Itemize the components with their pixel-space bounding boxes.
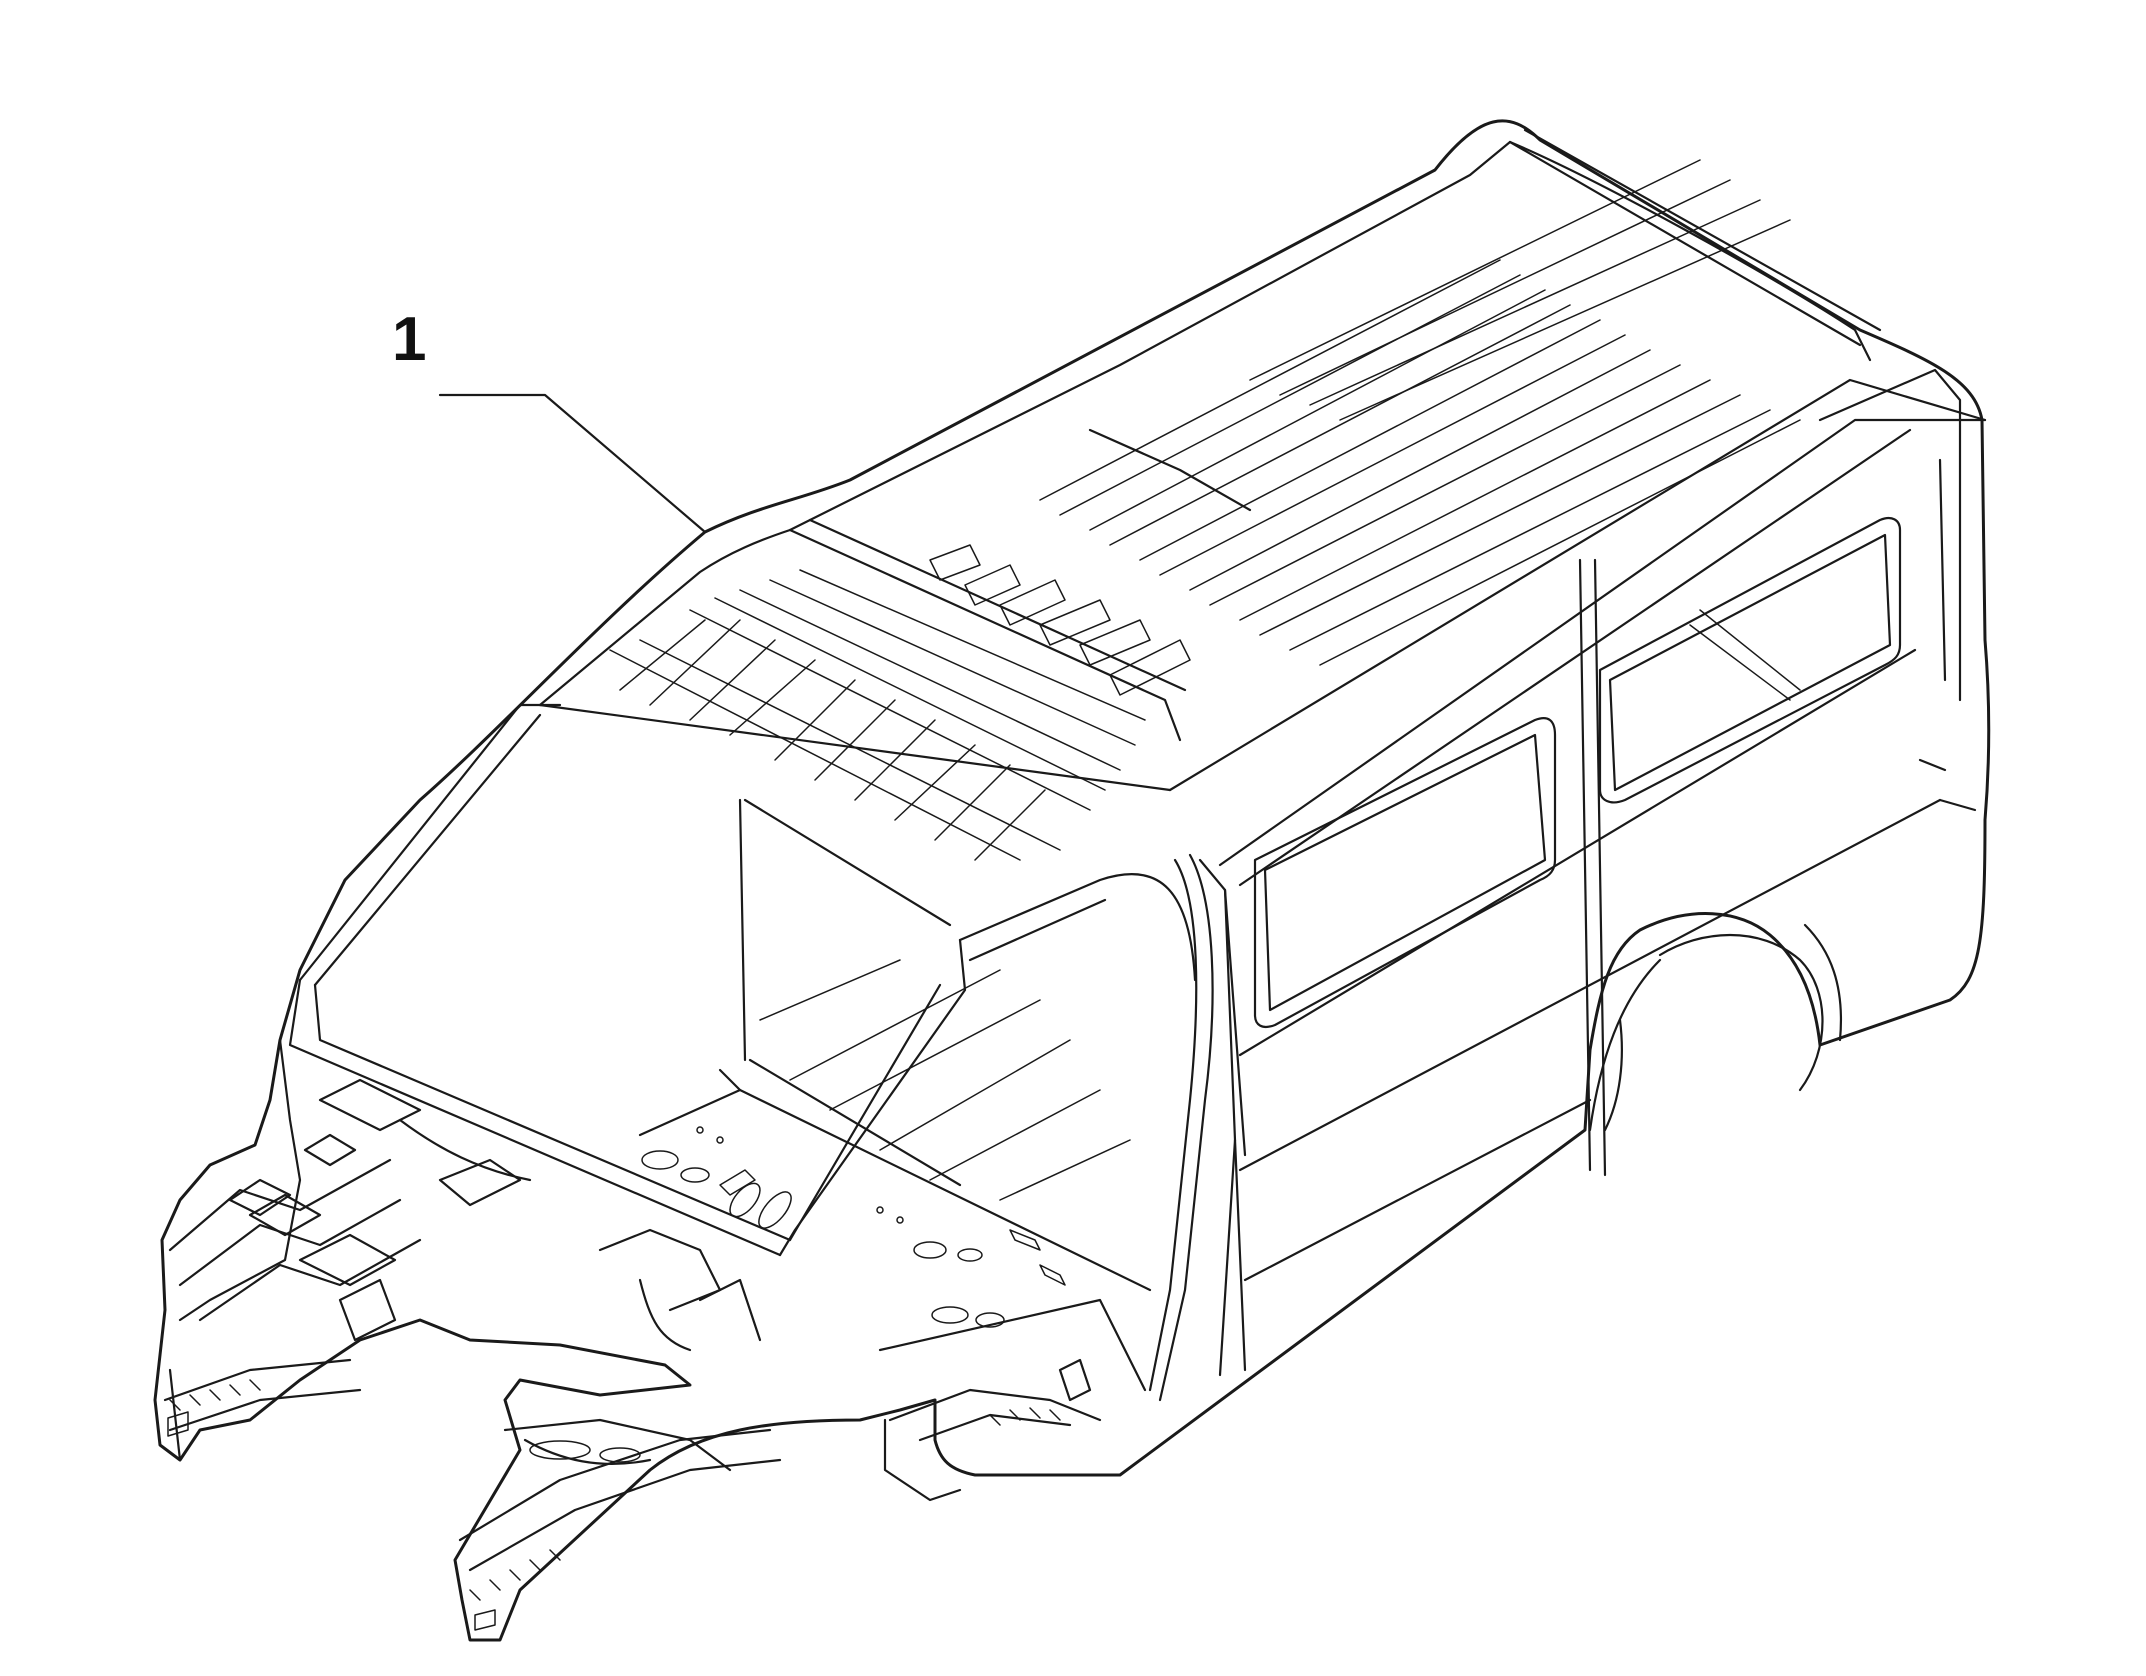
front-structure [168,1038,762,1352]
front-door-opening [878,853,1247,1402]
front-lower-rails [163,1358,782,1631]
roof-ribs-front [609,569,1146,861]
roof-ribs-rear [929,159,1801,696]
interior-floor [638,609,1801,1292]
callout-leader-1 [438,393,707,534]
windshield-frame [288,703,1197,1257]
side-panel [1218,368,1987,1372]
front-sill-step [883,1358,1102,1502]
floor-stampings [641,1126,1066,1328]
callout-label-1: 1 [392,305,426,374]
rear-wheel-arch [1588,923,1842,1132]
roof-panel [538,128,1987,792]
side-windows [1253,458,1947,1029]
body-shell-outline [153,119,1991,1642]
